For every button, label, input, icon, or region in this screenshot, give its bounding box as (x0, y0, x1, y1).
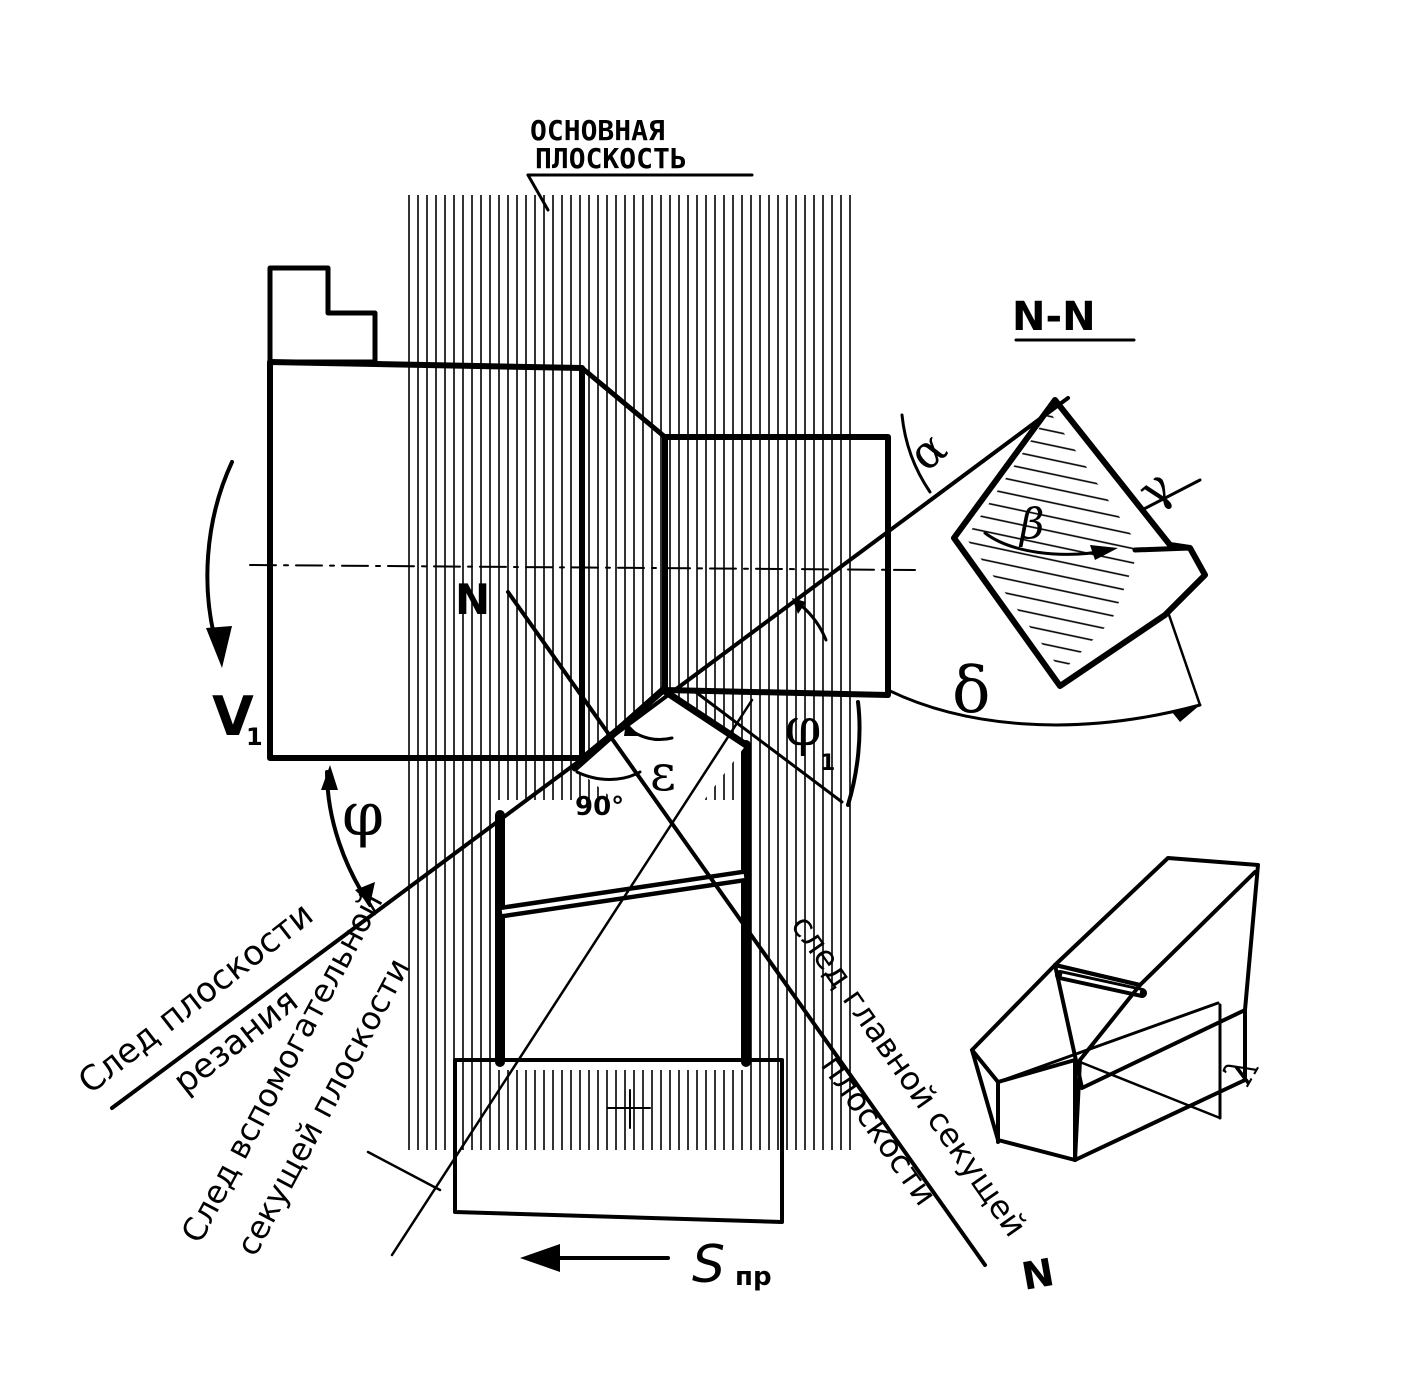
cutting-plane-trace (110, 396, 1070, 1110)
phi1-reference-line (691, 688, 844, 804)
feed-label: S (692, 1235, 725, 1295)
angle-arcs (321, 598, 862, 907)
axis-centerline (249, 564, 916, 571)
phi1-label: φ (785, 698, 821, 758)
section-nn (886, 338, 1208, 727)
isometric-tool-sketch (970, 856, 1260, 1162)
aux-leader-line (366, 1150, 442, 1192)
n-top-label: N (455, 575, 490, 624)
rotation-arrow-icon (205, 460, 234, 668)
main-secant-plane-trace (506, 590, 987, 1267)
n-bottom-label: N (1018, 1250, 1057, 1299)
plane-traces (110, 396, 1070, 1267)
section-title: N-N (1012, 294, 1096, 340)
epsilon-label: ε (650, 744, 676, 802)
phi1-subscript: 1 (820, 751, 835, 776)
tool-shank (495, 740, 751, 1070)
gamma-label: γ (1127, 459, 1183, 518)
alpha-label: α (898, 420, 957, 481)
ninety-label: 90° (575, 792, 624, 822)
feed-subscript: пр (735, 1262, 772, 1292)
alpha-arc (900, 413, 932, 494)
beta-label: β (1018, 499, 1044, 548)
gamma-tick (1140, 478, 1202, 512)
delta-label: δ (952, 654, 991, 728)
section-wedge (951, 397, 1208, 689)
phi-label: φ (342, 780, 384, 850)
phi1-arc (846, 700, 862, 807)
feed-arrow-icon (520, 1244, 670, 1272)
lambda-label: λ (1216, 1049, 1269, 1094)
aux-secant-plane-trace (390, 698, 754, 1257)
tool-holder-block (453, 1058, 784, 1224)
ninety-arc (575, 770, 642, 781)
base-plane-leader (526, 173, 754, 212)
base-plane-label-1: ОСНОВНАЯ (530, 114, 665, 147)
v-label: V (212, 685, 254, 748)
base-plane-label-2: ПЛОСКОСТЬ (535, 142, 687, 175)
chuck-jaw (267, 265, 378, 365)
v-subscript: 1 (246, 723, 263, 751)
workpiece-small-cylinder (662, 434, 891, 698)
delta-arc (886, 688, 1202, 727)
